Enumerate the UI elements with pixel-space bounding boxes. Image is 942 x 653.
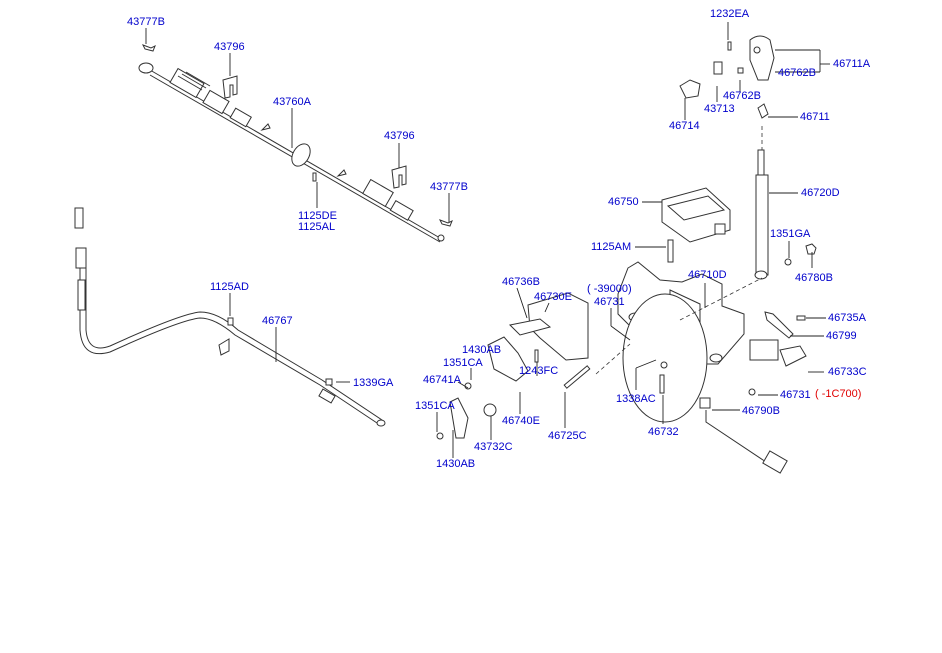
label-1430AB-bot: 1430AB [436,458,476,470]
bolt-1125AM [667,239,674,263]
label-46790B: 46790B [742,405,780,417]
pin-46725C [563,365,591,389]
label-46762B-b: 46762B [723,90,761,102]
label-1125AD: 1125AD [210,281,249,293]
label-46711: 46711 [800,111,830,123]
label-46736B: 46736B [502,276,540,288]
label-46735A: 46735A [828,312,866,324]
knob-46711A [679,35,775,119]
wire-loop [622,293,708,423]
clip-43796-top [222,75,238,99]
label-46799: 46799 [826,330,857,342]
label-46732: 46732 [648,426,679,438]
label-1351GA: 1351GA [770,228,811,240]
leader-lines [145,22,830,458]
label-46762B-a: 46762B [778,67,816,79]
label-1125DE: 1125DE [298,210,337,222]
label-1339GA: 1339GA [353,377,394,389]
shift-cable-43760A [138,62,445,243]
label-46741A: 46741A [423,374,461,386]
label-1351CA-bot: 1351CA [415,400,455,412]
label-46780B: 46780B [795,272,833,284]
label-43777B-mid: 43777B [430,181,468,193]
label-46730E: 46730E [534,291,572,303]
label-46711A: 46711A [833,58,871,70]
clip-43777B-mid [438,219,453,227]
screw-1125DE [312,172,317,182]
lever-46740E [436,336,529,440]
bracket-46730E [508,292,589,363]
base-46710D [595,261,807,474]
label-1125AL: 1125AL [298,221,336,233]
label-46731-bot: 46731 [780,389,811,401]
label-46731-top: 46731 [594,296,625,308]
label-43796-top: 43796 [214,41,245,53]
label-43732C: 43732C [474,441,513,453]
label-43777B-top: 43777B [127,16,165,28]
label-1243FC: 1243FC [519,365,559,377]
label-1351CA-top: 1351CA [443,357,483,369]
label-46750: 46750 [608,196,639,208]
label-46720D: 46720D [801,187,840,199]
cable-46767 [74,207,386,427]
label-46733C: 46733C [828,366,867,378]
label-46767: 46767 [262,315,293,327]
label-1232EA: 1232EA [710,8,750,20]
label-46725C: 46725C [548,430,587,442]
label-46710D: 46710D [688,269,727,281]
label-1430AB-top: 1430AB [462,344,502,356]
label-46740E: 46740E [502,415,540,427]
label-43760A: 43760A [273,96,311,108]
clip-43796-mid [391,165,407,189]
clip-43777B-top [141,44,156,52]
label-46714: 46714 [669,120,700,132]
label-43796-mid: 43796 [384,130,415,142]
label-1338AC: 1338AC [616,393,656,405]
note-1C700: ( -1C700) [815,388,862,400]
note-39000: ( -39000) [587,283,632,295]
indicator-46750 [661,187,731,243]
label-1125AM: 1125AM [591,241,632,253]
shift-lever-46720D [754,126,817,280]
label-43713: 43713 [704,103,735,115]
